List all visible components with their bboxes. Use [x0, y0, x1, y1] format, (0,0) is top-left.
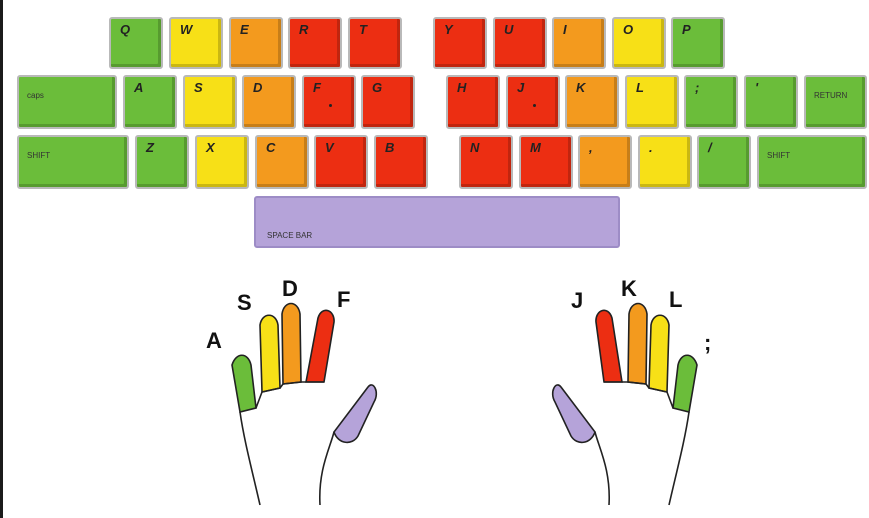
left-pinky-finger: [232, 355, 256, 412]
left-thumb: [334, 385, 376, 442]
left-middle-label: D: [282, 276, 298, 301]
left-ring-finger: [260, 315, 280, 392]
right-pinky-label: ;: [704, 330, 711, 355]
left-ring-label: S: [237, 290, 252, 315]
right-index-label: J: [571, 288, 583, 313]
left-hand: [232, 304, 376, 506]
right-middle-label: K: [621, 276, 637, 301]
left-index-label: F: [337, 287, 350, 312]
right-ring-finger: [649, 315, 669, 392]
right-thumb: [553, 385, 595, 442]
right-middle-finger: [628, 304, 647, 385]
right-pinky-finger: [673, 355, 697, 412]
right-ring-label: L: [669, 287, 682, 312]
left-pinky-label: A: [206, 328, 222, 353]
left-index-finger: [306, 310, 334, 382]
left-middle-finger: [282, 304, 301, 385]
right-index-finger: [596, 310, 622, 382]
right-hand: [553, 304, 697, 506]
